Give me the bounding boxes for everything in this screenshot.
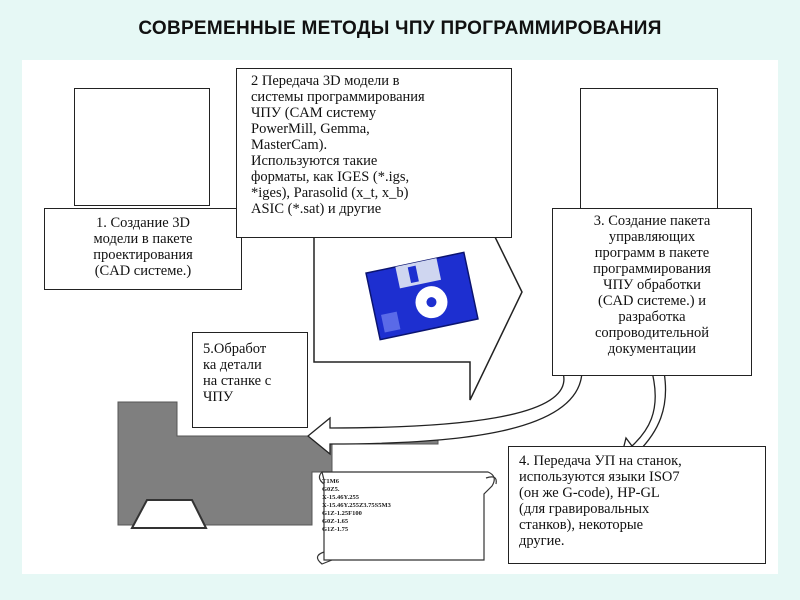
step-5-line: ка детали	[203, 357, 262, 373]
gcode-scroll-icon	[316, 471, 497, 565]
step-5-box: 5.Обработ ка детали на станке с ЧПУ	[192, 332, 308, 428]
step-5-line: 5.Обработ	[203, 341, 267, 357]
step-5-line: на станке с	[203, 373, 272, 389]
step-2-line: *iges), Parasolid (x_t, x_b)	[251, 185, 409, 201]
step-1-line: проектирования	[93, 247, 193, 263]
step-2-line: ASIC (*.sat) и другие	[251, 201, 382, 217]
step-4-line: используются языки ISO7	[519, 469, 680, 485]
step-2-line: системы программирования	[251, 89, 425, 105]
step-3-line: 3. Создание пакета	[593, 213, 711, 229]
step-1-line: модели в пакете	[93, 231, 193, 247]
step-2-line: форматы, как IGES (*.igs,	[251, 169, 410, 185]
diagram-canvas: 1. Создание 3D модели в пакете проектиро…	[22, 60, 778, 574]
gcode-listing: T1M6 G0Z5. X-15.46Y.255 X-15.46Y.255Z3.7…	[322, 478, 391, 534]
step-2-line: Используются такие	[251, 153, 378, 169]
step-4-line: другие.	[519, 533, 565, 549]
step-4-box: 4. Передача УП на станок, используются я…	[508, 446, 766, 564]
step-3-line: (CAD системе.) и	[598, 293, 706, 309]
gcode-line: X-15.46Y.255	[322, 494, 359, 501]
step-1-box: 1. Создание 3D модели в пакете проектиро…	[44, 208, 242, 290]
page-title: СОВРЕМЕННЫЕ МЕТОДЫ ЧПУ ПРОГРАММИРОВАНИЯ	[138, 18, 662, 39]
gcode-line: T1M6	[322, 478, 339, 485]
step-4-line: (для гравировальных	[519, 501, 650, 517]
step-2-line: ЧПУ (CAM систему	[251, 105, 377, 121]
gcode-line: G0Z5.	[322, 486, 340, 493]
step-3-line: ЧПУ обработки	[603, 277, 701, 293]
step-3-line: программирования	[593, 261, 711, 277]
step-3-box: 3. Создание пакета управляющих программ …	[552, 208, 752, 376]
gcode-line: G0Z-1.65	[322, 518, 349, 525]
step-5-line: ЧПУ	[203, 389, 234, 405]
step-3-line: разработка	[618, 309, 686, 325]
step-4-line: 4. Передача УП на станок,	[519, 453, 682, 469]
step-2-line: PowerMill, Gemma,	[251, 121, 370, 137]
gcode-line: G1Z-1.25F100	[322, 510, 362, 517]
step-4-line: станков), некоторые	[519, 517, 644, 533]
computer-frame	[74, 88, 210, 206]
gcode-line: X-15.46Y.255Z3.75S5M3	[322, 502, 391, 509]
step-4-line: (он же G-code), HP-GL	[519, 485, 660, 501]
arrow-to-step5	[306, 369, 583, 456]
step-2-line: MasterCam).	[251, 137, 328, 153]
floppy-disk-icon	[365, 251, 479, 341]
step-2-box: 2 Передача 3D модели в системы программи…	[236, 68, 512, 238]
step-1-line: 1. Создание 3D	[95, 215, 190, 231]
step-3-line: документации	[607, 341, 697, 357]
step-2-line: 2 Передача 3D модели в	[251, 73, 400, 89]
person-frame	[580, 88, 718, 210]
gcode-line: G1Z-1.75	[322, 526, 349, 533]
machine-workpiece	[130, 499, 208, 529]
step-3-line: сопроводительной	[594, 325, 710, 341]
step-3-line: управляющих	[608, 229, 696, 245]
step-1-line: (CAD системе.)	[94, 263, 192, 279]
step-3-line: программ в пакете	[594, 245, 710, 261]
